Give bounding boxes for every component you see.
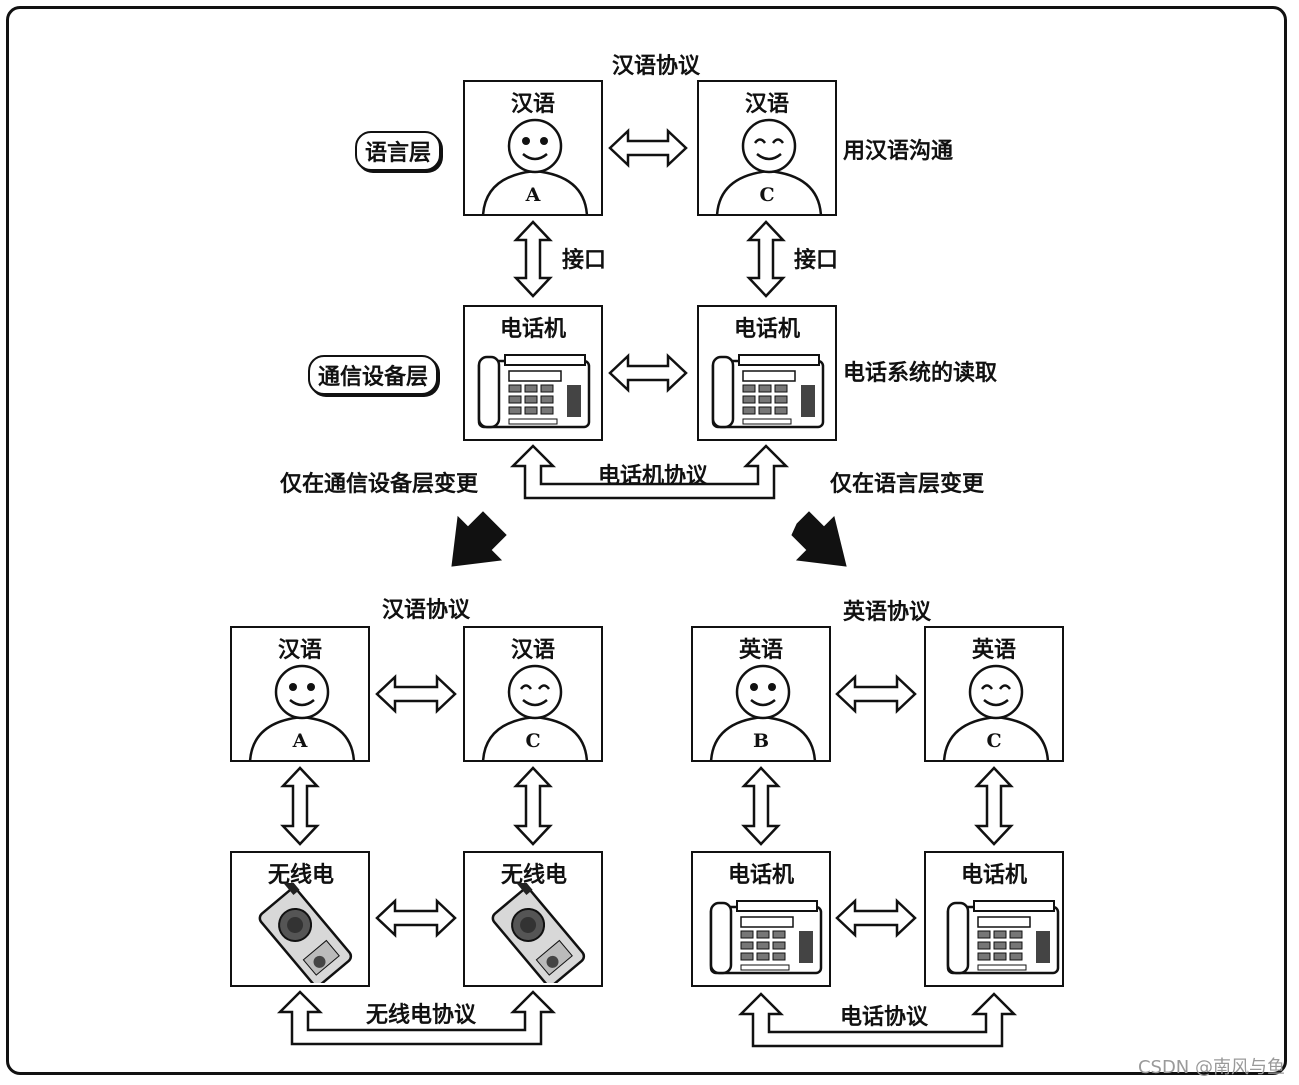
- device-label: 电话机: [499, 316, 566, 342]
- change-language-note: 仅在语言层变更: [830, 471, 985, 497]
- device-label: 电话机: [960, 862, 1027, 888]
- language-note: 用汉语沟通: [843, 138, 954, 164]
- diagram-frame: [6, 6, 1287, 1075]
- down-left-arrow-icon: [451, 511, 507, 567]
- double-arrow-icon: [375, 674, 457, 714]
- person-name: C: [525, 730, 541, 752]
- person-box-br-c: 英语 C: [924, 626, 1064, 762]
- device-layer-label: 通信设备层: [308, 355, 439, 395]
- bottom-left-protocol-label: 汉语协议: [382, 597, 471, 623]
- device-box-br-left: 电话机: [691, 851, 831, 987]
- bottom-right-protocol-label: 英语协议: [843, 599, 932, 625]
- double-arrow-icon: [835, 898, 917, 938]
- language-label: 汉语: [744, 91, 789, 117]
- language-label: 汉语: [510, 637, 555, 663]
- watermark: CSDN @南风与鱼: [1137, 1057, 1285, 1078]
- language-layer-label: 语言层: [355, 131, 442, 171]
- device-box-bl-right: 无线电: [463, 851, 603, 987]
- person-box-top-a: 汉语 A: [463, 80, 603, 216]
- device-box-top-left: 电话机: [463, 305, 603, 441]
- interface-label-left: 接口: [562, 247, 607, 273]
- device-label: 无线电: [268, 862, 335, 888]
- person-name: C: [986, 730, 1002, 752]
- interface-label-right: 接口: [794, 247, 839, 273]
- person-box-bl-a: 汉语 A: [230, 626, 370, 762]
- interface-arrow-icon: [513, 220, 553, 298]
- u-protocol-arrow-icon: [509, 444, 790, 500]
- u-protocol-arrow-icon: [737, 992, 1018, 1048]
- person-box-top-c: 汉语 C: [697, 80, 837, 216]
- device-note: 电话系统的读取: [843, 360, 998, 386]
- language-label: 汉语: [510, 91, 555, 117]
- language-label: 英语: [971, 637, 1016, 663]
- device-label: 电话机: [727, 862, 794, 888]
- u-protocol-arrow-icon: [276, 990, 557, 1046]
- double-arrow-icon: [608, 128, 688, 168]
- person-box-bl-c: 汉语 C: [463, 626, 603, 762]
- device-label: 无线电: [501, 862, 568, 888]
- person-name: A: [292, 730, 308, 752]
- language-label: 汉语: [277, 637, 322, 663]
- person-name: A: [525, 184, 541, 206]
- down-right-arrow-icon: [791, 511, 847, 567]
- person-box-br-b: 英语 B: [691, 626, 831, 762]
- device-box-br-right: 电话机: [924, 851, 1064, 987]
- device-box-top-right: 电话机: [697, 305, 837, 441]
- double-arrow-icon: [375, 898, 457, 938]
- person-name: B: [752, 730, 770, 752]
- double-arrow-icon: [835, 674, 917, 714]
- top-protocol-label: 汉语协议: [612, 53, 701, 79]
- double-arrow-icon: [608, 353, 688, 393]
- phone-protocol-label-bottom: 电话协议: [840, 1004, 929, 1030]
- vertical-arrow-icon: [513, 766, 553, 846]
- person-name: C: [759, 184, 775, 206]
- change-device-note: 仅在通信设备层变更: [280, 471, 479, 497]
- vertical-arrow-icon: [280, 766, 320, 846]
- vertical-arrow-icon: [741, 766, 781, 846]
- language-label: 英语: [738, 637, 783, 663]
- radio-protocol-label: 无线电协议: [366, 1002, 477, 1028]
- vertical-arrow-icon: [974, 766, 1014, 846]
- device-box-bl-left: 无线电: [230, 851, 370, 987]
- device-label: 电话机: [733, 316, 800, 342]
- interface-arrow-icon: [746, 220, 786, 298]
